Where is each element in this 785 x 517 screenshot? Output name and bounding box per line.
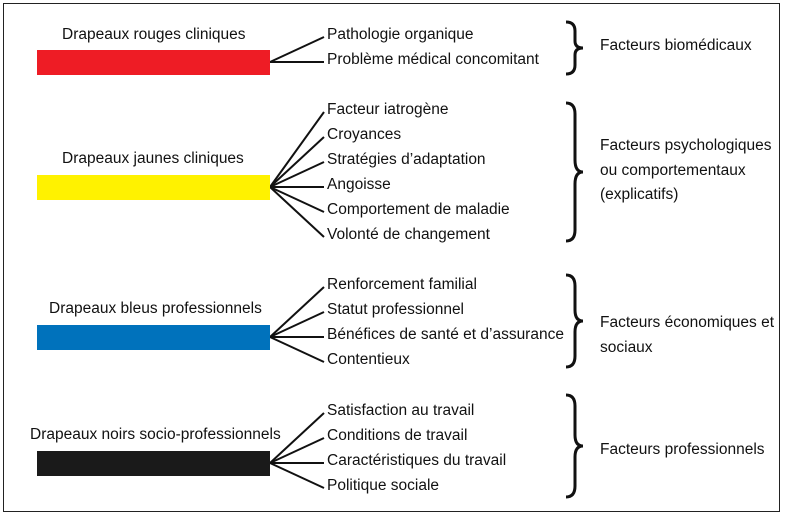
connector-red-1 [269, 36, 325, 63]
connector-black-2 [269, 437, 325, 464]
connector-yellow-5 [269, 186, 325, 213]
connector-blue-1 [269, 286, 325, 338]
connector-black-1 [269, 412, 325, 464]
connector-yellow-3 [269, 161, 325, 188]
connector-blue-4 [269, 336, 325, 363]
diagram-frame [3, 3, 780, 512]
connector-black-4 [269, 462, 325, 489]
connector-yellow-2 [269, 136, 325, 188]
connector-blue-2 [269, 311, 325, 338]
connector-yellow-1 [269, 111, 325, 188]
connector-yellow-6 [269, 186, 325, 238]
